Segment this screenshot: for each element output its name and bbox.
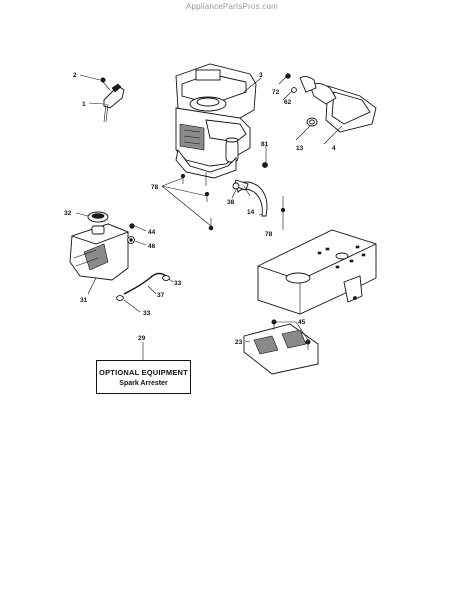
- callout-81: 81: [261, 141, 269, 148]
- callout-31: 31: [80, 297, 88, 304]
- tank-fuel-line-part: [116, 272, 170, 301]
- callout-44: 44: [148, 229, 156, 236]
- callout-labels: 2 1 3 72 62 13 4 81 78 38 14 78 32 44 46…: [64, 72, 336, 346]
- callout-37: 37: [157, 292, 165, 299]
- callout-33-upper: 33: [174, 280, 182, 287]
- optional-equipment-box: OPTIONAL EQUIPMENT Spark Arrester: [96, 360, 191, 394]
- engine-bolts-part: [180, 173, 286, 231]
- optional-equipment-title: OPTIONAL EQUIPMENT: [99, 367, 188, 377]
- callout-13: 13: [296, 145, 304, 152]
- callout-62: 62: [284, 99, 292, 106]
- spark-arrester-label: Spark Arrester: [119, 379, 168, 387]
- callout-23: 23: [235, 339, 243, 346]
- fuel-line-part: [232, 162, 268, 217]
- muffler-part: [285, 73, 377, 133]
- callout-46: 46: [148, 243, 156, 250]
- callout-2: 2: [73, 72, 77, 79]
- callout-32: 32: [64, 210, 72, 217]
- watermark: AppliancePartsPros.com: [186, 2, 278, 11]
- callout-33-lower: 33: [143, 310, 151, 317]
- callout-1: 1: [82, 101, 86, 108]
- fuel-tank-part: [69, 211, 135, 281]
- throttle-control-part: [100, 77, 125, 123]
- leader-lines: [75, 74, 343, 360]
- heat-shield-part: [243, 319, 319, 375]
- callout-72: 72: [272, 89, 280, 96]
- callout-78-right: 78: [265, 231, 273, 238]
- engine-part: [175, 63, 257, 186]
- chassis-frame-part: [257, 229, 377, 315]
- callout-4: 4: [332, 145, 336, 152]
- callout-3: 3: [259, 72, 263, 79]
- callout-78-left: 78: [151, 184, 159, 191]
- callout-45: 45: [298, 319, 306, 326]
- callout-38: 38: [227, 199, 235, 206]
- callout-29: 29: [138, 335, 146, 342]
- callout-14: 14: [247, 209, 255, 216]
